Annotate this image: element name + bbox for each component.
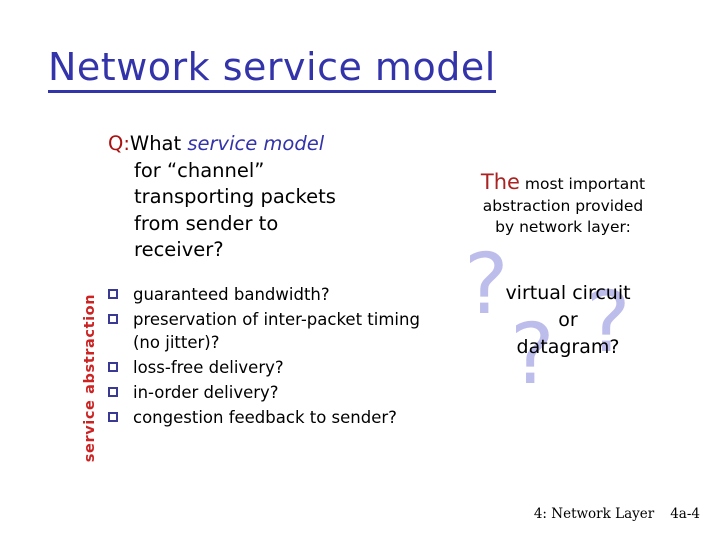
page-title: Network service model xyxy=(48,44,688,93)
abstraction-note-line-1: The most important xyxy=(438,172,688,196)
list-item: preservation of inter-packet timing (no … xyxy=(108,309,438,354)
abstraction-note: The most important abstraction provided … xyxy=(438,172,688,239)
list-item-label: congestion feedback to sender? xyxy=(133,407,397,427)
question-emphasis: service model xyxy=(187,132,325,155)
question-line-1: Q:What service model xyxy=(108,131,428,158)
list-item: in-order delivery? xyxy=(108,382,438,405)
service-abstraction-label: service abstraction xyxy=(82,293,98,463)
service-requirements-list: guaranteed bandwidth? preservation of in… xyxy=(108,284,438,432)
abstraction-note-rest: most important xyxy=(519,175,646,193)
abstraction-note-line-2: abstraction provided xyxy=(482,196,644,215)
abstraction-note-the: The xyxy=(480,170,520,194)
choice-option-2: datagram? xyxy=(516,336,620,358)
question-line1-plain: What xyxy=(129,132,188,155)
square-bullet-icon xyxy=(108,361,118,372)
square-bullet-icon xyxy=(108,386,118,397)
question-mark-decoration-icon: ? xyxy=(464,235,509,333)
question-block: Q:What service model for “channel” trans… xyxy=(108,131,428,264)
question-label: Q: xyxy=(108,132,130,155)
list-item: guaranteed bandwidth? xyxy=(108,284,438,307)
choice-conjunction: or xyxy=(558,309,578,331)
list-item-label: loss-free delivery? xyxy=(133,357,284,377)
page-title-text: Network service model xyxy=(48,45,496,93)
square-bullet-icon xyxy=(108,314,118,324)
question-line-3: transporting packets xyxy=(134,185,336,208)
choice-option-1: virtual circuit xyxy=(505,282,631,304)
question-mark-decoration-icon: ? xyxy=(510,305,555,403)
square-bullet-icon xyxy=(108,289,118,299)
list-item-label: in-order delivery? xyxy=(133,382,279,402)
question-line-4: from sender to xyxy=(134,211,279,235)
question-mark-decoration-icon: ? xyxy=(586,273,631,371)
abstraction-note-line-3: by network layer: xyxy=(495,218,631,236)
choice-text: virtual circuit or datagram? xyxy=(448,280,688,361)
abstraction-note-block: The most important abstraction provided … xyxy=(438,172,688,239)
question-line-5: receiver? xyxy=(134,238,224,261)
footer-chapter: 4: Network Layer xyxy=(533,506,655,522)
list-item: congestion feedback to sender? xyxy=(108,407,438,430)
footer-page-number: 4a-4 xyxy=(670,506,700,522)
list-item-label: preservation of inter-packet timing (no … xyxy=(133,310,420,352)
choice-panel: ? ? ? virtual circuit or datagram? xyxy=(448,242,688,403)
question-line-2: for “channel” xyxy=(134,158,265,182)
square-bullet-icon xyxy=(108,411,118,422)
list-item: loss-free delivery? xyxy=(108,357,438,380)
list-item-label: guaranteed bandwidth? xyxy=(133,285,330,304)
question-text: Q:What service model for “channel” trans… xyxy=(108,131,428,264)
slide-footer: 4: Network Layer 4a-4 xyxy=(0,506,700,522)
